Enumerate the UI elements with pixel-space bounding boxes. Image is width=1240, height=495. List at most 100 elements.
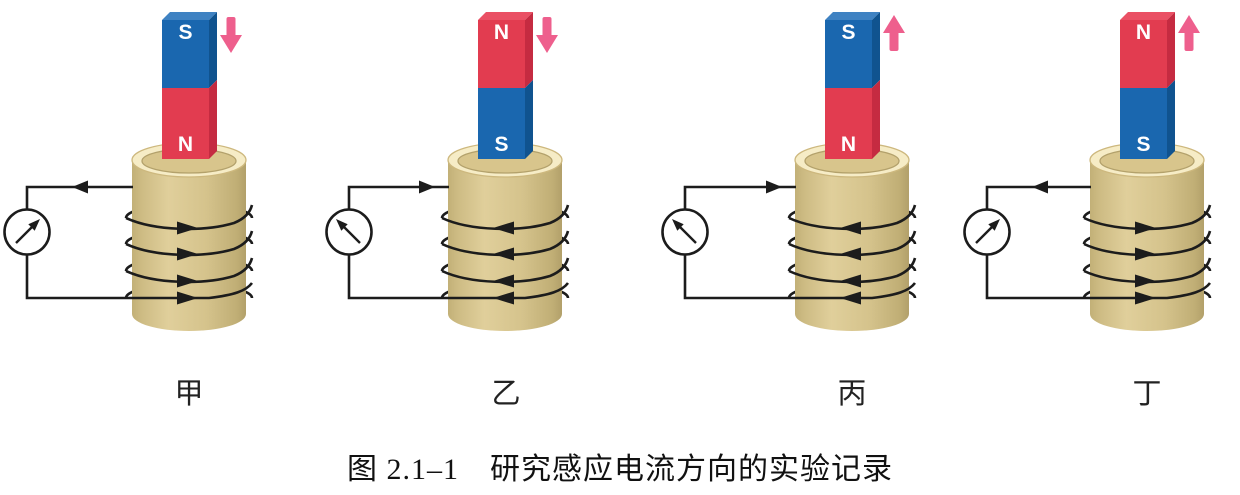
coil-current-arrow-left xyxy=(493,221,514,235)
coil-current-arrow-left xyxy=(840,291,861,305)
coil-turn-front xyxy=(125,204,254,231)
magnet-top-pole-face xyxy=(1120,20,1167,88)
motion-arrow-up xyxy=(889,31,899,51)
magnet-top-pole-face xyxy=(825,20,872,88)
top-wire-arrow-right xyxy=(766,180,782,194)
motion-arrow-down xyxy=(542,17,552,37)
pole-letter-bottom: N xyxy=(178,133,193,156)
magnet-bottom-pole-face xyxy=(162,88,209,159)
coil-cylinder-body xyxy=(795,160,909,314)
magnet-top-pole-face xyxy=(478,20,525,88)
coil-turn-front xyxy=(125,257,254,284)
bottom-wire xyxy=(683,254,917,300)
galvanometer-needle xyxy=(679,226,697,244)
top-wire xyxy=(985,185,1091,210)
galvanometer-needle-head xyxy=(672,219,684,231)
galvanometer-needle-head xyxy=(988,219,1000,231)
coil-current-arrow-left xyxy=(493,247,514,261)
coil-current-arrow-right xyxy=(177,274,198,288)
top-wire-arrow-left xyxy=(1032,180,1048,194)
coil-current-arrow-left xyxy=(493,274,514,288)
pole-letter-bottom: S xyxy=(494,133,508,156)
top-wire-arrow-right xyxy=(419,180,435,194)
coil-turn-front xyxy=(1083,204,1212,231)
coil-turn-front xyxy=(125,230,254,257)
coil-current-arrow-right xyxy=(1135,291,1156,305)
coil-cylinder-body xyxy=(448,160,562,314)
pole-letter-bottom: S xyxy=(1136,133,1150,156)
magnet-top-pole-face xyxy=(162,20,209,88)
pole-letter-top: N xyxy=(494,21,509,44)
panel-label-yi: 乙 xyxy=(491,378,521,410)
panel-label-jia: 甲 xyxy=(174,378,204,410)
magnet-bottom-pole-face xyxy=(478,88,525,159)
bottom-wire xyxy=(347,254,570,300)
top-wire xyxy=(25,185,133,210)
pole-letter-top: N xyxy=(1136,21,1151,44)
coil-current-arrow-right xyxy=(177,291,198,305)
experiment-panel: NS xyxy=(325,12,570,331)
galvanometer-needle xyxy=(975,226,993,244)
magnet-top-face xyxy=(1120,12,1175,20)
magnet-top-side-face xyxy=(872,12,880,88)
top-wire xyxy=(347,185,449,210)
coil-current-arrow-right xyxy=(1135,247,1156,261)
magnet-bottom-pole-face xyxy=(1120,88,1167,159)
magnet-bottom-side-face xyxy=(525,80,533,159)
coil-current-arrow-left xyxy=(493,291,514,305)
bottom-wire xyxy=(25,254,254,300)
coil-current-arrow-left xyxy=(840,221,861,235)
coil-current-arrow-right xyxy=(1135,274,1156,288)
motion-arrow-up xyxy=(1184,31,1194,51)
motion-arrow-down xyxy=(226,17,236,37)
motion-arrow-up-head xyxy=(1178,15,1200,33)
pole-letter-top: S xyxy=(178,21,192,44)
coil-turn-front xyxy=(441,204,570,231)
galvanometer-needle xyxy=(15,226,33,244)
top-wire-arrow-left xyxy=(72,180,88,194)
coil-turn-front xyxy=(1083,257,1212,284)
coil-turn-front xyxy=(441,230,570,257)
coil-current-arrow-right xyxy=(177,221,198,235)
magnet-bottom-pole-face xyxy=(825,88,872,159)
coil-current-arrow-right xyxy=(177,247,198,261)
galvanometer-needle xyxy=(343,226,361,244)
magnet-top-face xyxy=(162,12,217,20)
magnet-bottom-side-face xyxy=(872,80,880,159)
bar-magnet: SN xyxy=(162,12,217,159)
galvanometer-needle-head xyxy=(336,219,348,231)
magnet-top-side-face xyxy=(525,12,533,88)
coil-turn-front xyxy=(1083,230,1212,257)
magnet-top-side-face xyxy=(209,12,217,88)
top-wire xyxy=(683,185,796,210)
magnet-top-face xyxy=(478,12,533,20)
figure-caption: 图 2.1–1 研究感应电流方向的实验记录 xyxy=(347,453,893,486)
coil-cylinder-bottom xyxy=(448,297,562,331)
coil-turn-front xyxy=(788,204,917,231)
experiment-panel: NS xyxy=(963,12,1212,331)
bar-magnet: NS xyxy=(478,12,533,159)
panel-label-bing: 丙 xyxy=(837,378,867,410)
experiment-panel: SN xyxy=(3,12,254,331)
coil-cylinder-bottom xyxy=(132,297,246,331)
motion-arrow-down-head xyxy=(220,35,242,53)
magnet-top-side-face xyxy=(1167,12,1175,88)
coil-cylinder-bottom xyxy=(1090,297,1204,331)
coil-cylinder-bottom xyxy=(795,297,909,331)
coil-cylinder-body xyxy=(132,160,246,314)
bottom-wire xyxy=(985,254,1212,300)
coil-turn-front xyxy=(788,230,917,257)
experiment-panel: SN xyxy=(661,12,917,331)
magnet-bottom-side-face xyxy=(1167,80,1175,159)
panel-label-ding: 丁 xyxy=(1132,378,1162,410)
bar-magnet: SN xyxy=(825,12,880,159)
coil-current-arrow-left xyxy=(840,247,861,261)
coil-cylinder-body xyxy=(1090,160,1204,314)
galvanometer-needle-head xyxy=(28,219,40,231)
coil-current-arrow-right xyxy=(1135,221,1156,235)
magnet-bottom-side-face xyxy=(209,80,217,159)
pole-letter-top: S xyxy=(841,21,855,44)
pole-letter-bottom: N xyxy=(841,133,856,156)
